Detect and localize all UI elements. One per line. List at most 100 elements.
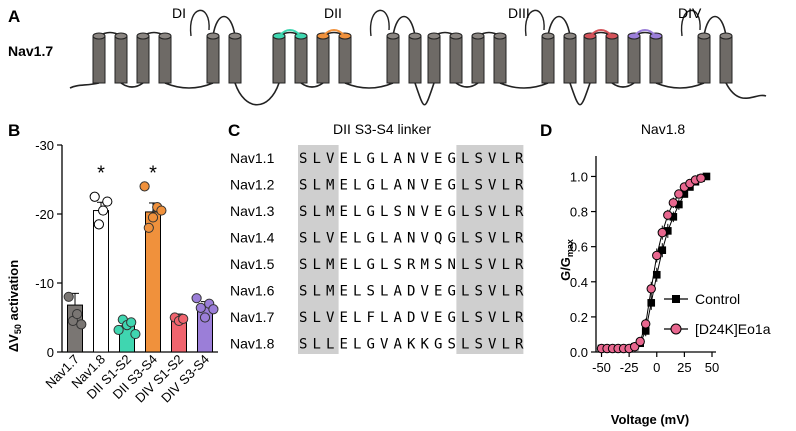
data-point — [208, 304, 219, 315]
helix-segment — [493, 35, 507, 84]
sequence-name: Nav1.7 — [230, 309, 275, 325]
helix-cap — [719, 32, 733, 40]
data-point — [147, 212, 159, 223]
alignment-title: DII S3-S4 linker — [333, 121, 431, 137]
helix-segment — [471, 35, 485, 84]
panel-a: A Nav1.7 DI DII DIII DIV — [8, 5, 767, 106]
sequence-residues: SLVELGLANVEGLSVLR — [299, 151, 524, 167]
helix-cap — [206, 32, 220, 40]
gv-x-tick-label: -50 — [592, 360, 611, 375]
gv-point-control — [652, 270, 661, 279]
sequence-residues: SLMELGLSRMSNLSVLR — [299, 257, 524, 273]
gv-point-toxin — [652, 250, 662, 261]
helix-cap — [114, 32, 128, 40]
gv-point-control — [702, 172, 711, 181]
helix-cap — [92, 32, 106, 40]
gv-point-control — [664, 227, 672, 235]
panel-c: C DII S3-S4 linker Nav1.1 SLVELGLANVEGLSV… — [228, 121, 524, 354]
sequence-name: Nav1.6 — [230, 283, 275, 299]
gv-point-toxin — [641, 319, 651, 329]
domain-label-dii: DII — [324, 5, 342, 21]
data-point — [76, 319, 87, 330]
gv-point-control — [675, 200, 683, 209]
helix-cap — [228, 32, 242, 40]
gv-chart-title: Nav1.8 — [641, 121, 686, 137]
sequence-residues: SLMELGLANVEGLSVLR — [299, 178, 524, 194]
channel-label: Nav1.7 — [8, 43, 53, 59]
helix-cap — [563, 32, 577, 40]
sequence-residues: SLMELSLADVEGLSVLR — [299, 284, 524, 300]
sequence-residues: SLVELGLANVQGLSVLR — [299, 231, 524, 247]
gv-x-tick-label: -25 — [620, 360, 639, 375]
gv-y-tick-label: 0.0 — [570, 345, 588, 360]
toxin-site-s3s4 — [633, 29, 657, 37]
pore-turret — [189, 9, 210, 37]
data-point — [89, 191, 100, 202]
helix-segment — [228, 35, 242, 84]
significance-star: * — [149, 162, 157, 184]
gv-y-tick-label: 0.6 — [570, 240, 588, 255]
bar-y-tick-label: -30 — [35, 138, 54, 153]
backbone-loop — [69, 15, 767, 106]
helix-segment — [541, 35, 555, 84]
gv-point-toxin — [674, 189, 684, 199]
helix-cap — [158, 32, 172, 40]
helix-segment — [719, 35, 733, 84]
legend-label-control: Control — [695, 291, 740, 307]
panel-d: D Nav1.8 G/Gmax Voltage (mV) 0.00.20.40.… — [540, 121, 771, 427]
bar-chart-ylabel-sub: 50 — [13, 324, 23, 334]
helix-segment — [136, 35, 150, 84]
data-point — [130, 328, 141, 340]
gv-chart-ylabel-sub: max — [565, 239, 575, 257]
bar-y-tick-label: 0 — [47, 345, 54, 360]
toxin-site-s1s2 — [589, 29, 613, 37]
data-point — [113, 324, 124, 336]
pore-turret — [680, 9, 701, 37]
helix-segment — [697, 35, 711, 84]
sequence-name: Nav1.4 — [230, 230, 275, 246]
gv-point-control — [658, 246, 667, 254]
pore-turret — [524, 9, 545, 37]
channel-topology — [69, 9, 767, 106]
gv-point-toxin — [668, 198, 679, 208]
bar-chart-ylabel: ΔV50 activation — [6, 260, 23, 352]
helix-segment — [114, 35, 128, 84]
gv-point-toxin — [635, 336, 645, 347]
helix-cap — [471, 32, 485, 40]
legend-label-toxin: [D24K]Eo1a — [695, 321, 771, 337]
sequence-name: Nav1.5 — [230, 256, 275, 272]
data-point — [102, 196, 113, 207]
helix-cap — [697, 32, 711, 40]
panel-b-letter: B — [8, 121, 20, 140]
helix-cap — [408, 32, 422, 40]
gv-point-toxin — [646, 284, 656, 294]
sequence-name: Nav1.1 — [230, 150, 275, 166]
bar-y-tick-label: -10 — [35, 276, 54, 291]
helix-segment — [386, 35, 400, 84]
gv-chart-ylabel: G/Gmax — [558, 239, 575, 281]
gv-point-toxin — [663, 210, 673, 220]
data-point — [93, 219, 105, 230]
helix-segment — [563, 35, 577, 84]
gv-y-tick-label: 0.2 — [570, 310, 588, 325]
legend-marker-control — [672, 295, 680, 303]
helix-segment — [605, 35, 619, 84]
data-point — [63, 291, 74, 302]
significance-star: * — [97, 162, 105, 184]
data-point — [156, 205, 167, 216]
bar-y-tick-label: -20 — [35, 207, 54, 222]
bar-chart-ylabel-rest: activation — [6, 260, 21, 324]
data-point — [72, 308, 83, 320]
gv-point-control — [680, 190, 689, 198]
panel-b: B ΔV50 activation 0-10-20-30Nav1.7*Nav1.… — [6, 121, 219, 406]
helix-segment — [583, 35, 597, 84]
pore-turret — [369, 9, 390, 37]
legend-marker-toxin — [670, 323, 682, 335]
bar — [93, 210, 109, 353]
helix-segment — [316, 35, 330, 84]
panel-c-letter: C — [228, 121, 240, 140]
helix-segment — [294, 35, 308, 84]
